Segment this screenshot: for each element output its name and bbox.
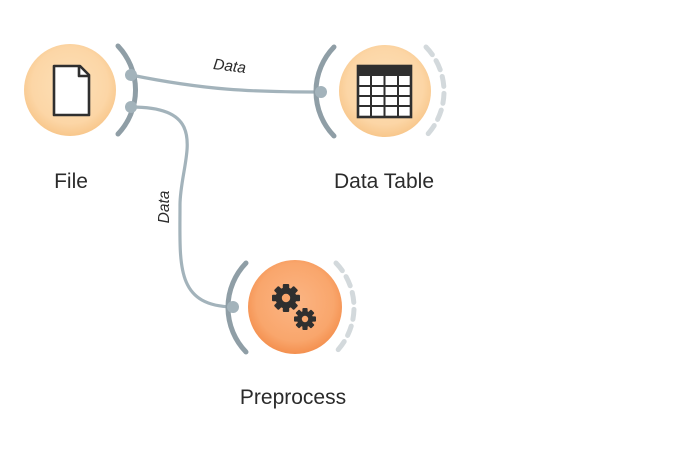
link-path[interactable] bbox=[129, 73, 323, 94]
output-port-arc-inactive[interactable] bbox=[423, 44, 447, 139]
link-label: Data bbox=[156, 190, 173, 223]
output-port-arc-inactive[interactable] bbox=[333, 260, 357, 355]
output-port-anchor[interactable] bbox=[125, 101, 137, 113]
input-port-anchor[interactable] bbox=[227, 301, 239, 313]
node-file-label: File bbox=[54, 170, 88, 193]
output-port-anchor[interactable] bbox=[125, 69, 137, 81]
table-icon bbox=[356, 64, 413, 119]
output-port-arc[interactable] bbox=[115, 43, 138, 137]
gears-icon bbox=[272, 284, 316, 330]
node-data-table[interactable]: Data Table bbox=[313, 44, 447, 193]
file-icon bbox=[52, 64, 91, 117]
node-file[interactable]: File bbox=[24, 43, 138, 193]
node-preprocess[interactable]: Preprocess bbox=[225, 260, 357, 409]
node-preprocess-label: Preprocess bbox=[240, 386, 346, 409]
link-file-to-data-table[interactable]: Data bbox=[129, 56, 323, 94]
input-port-anchor[interactable] bbox=[315, 86, 327, 98]
link-path[interactable] bbox=[129, 105, 235, 309]
node-data-table-label: Data Table bbox=[334, 170, 434, 193]
link-file-to-preprocess[interactable]: Data bbox=[129, 105, 235, 309]
link-label: Data bbox=[212, 56, 247, 77]
